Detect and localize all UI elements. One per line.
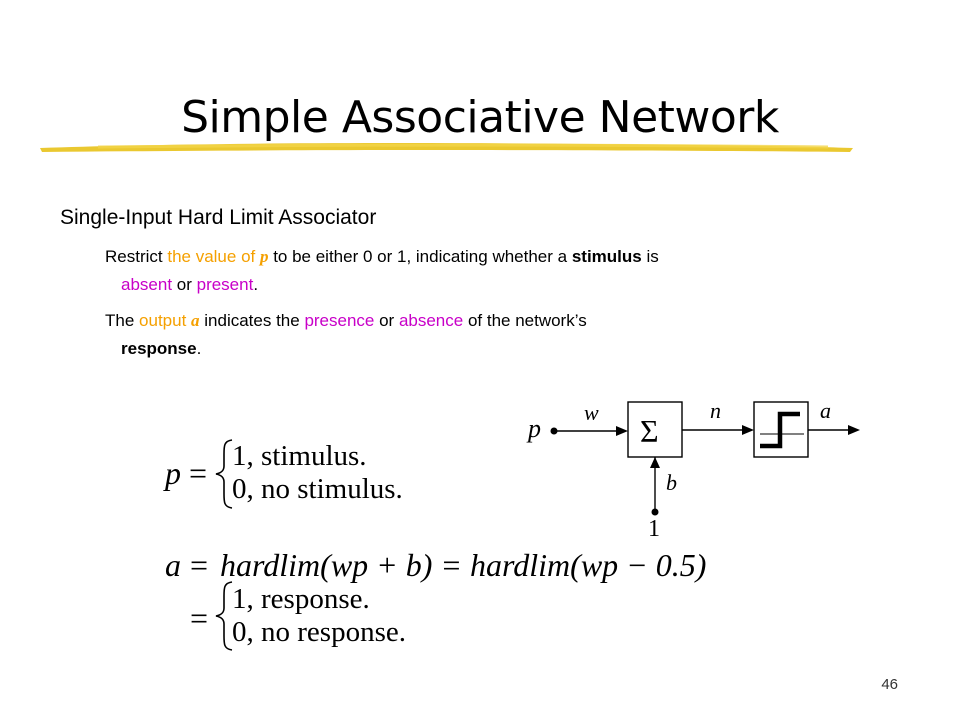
- bullet-output: The output a indicates the presence or a…: [105, 307, 905, 363]
- eq-var-a: a: [165, 547, 181, 583]
- title-underline: [40, 143, 853, 152]
- eq-case-no-stimulus: 0, no stimulus.: [232, 473, 403, 505]
- brace-p: [215, 439, 233, 509]
- text-run: The: [105, 311, 140, 330]
- text-run: is: [641, 247, 659, 266]
- text-run-orange: the value of: [167, 247, 260, 266]
- eq-case-no-response: 0, no response.: [232, 616, 406, 648]
- hardlim-icon: [760, 411, 800, 449]
- network-diagram: p w Σ b 1 n a: [526, 398, 860, 540]
- section-heading: Single-Input Hard Limit Associator: [60, 206, 377, 229]
- text-run: to be either 0 or 1, indicating whether …: [268, 247, 572, 266]
- page-number: 46: [881, 676, 898, 693]
- text-run-magenta: absent: [121, 275, 173, 294]
- net-arrow-head: [742, 425, 754, 435]
- equation-p: p =: [165, 455, 207, 492]
- text-run: or: [374, 311, 399, 330]
- eq-a-equals: =: [190, 547, 209, 583]
- bias-node: [651, 508, 659, 516]
- var-p: p: [259, 247, 269, 266]
- diagram-label-w: w: [584, 400, 599, 425]
- eq-var-p: p: [165, 455, 181, 491]
- diagram-label-a: a: [820, 398, 831, 423]
- sigma-symbol: Σ: [640, 413, 659, 449]
- bullet-restrict: Restrict the value of p to be either 0 o…: [105, 243, 905, 299]
- diagram-label-1: 1: [648, 516, 660, 540]
- output-arrow-head: [848, 425, 860, 435]
- text-run-magenta: present: [196, 275, 254, 294]
- text-run: or: [172, 275, 197, 294]
- var-a: a: [191, 311, 200, 330]
- text-run-bold: stimulus: [571, 247, 642, 266]
- arrow-head: [616, 426, 628, 436]
- brace-a: [215, 581, 233, 651]
- slide-title: Simple Associative Network: [181, 92, 779, 143]
- text-run-bold: response: [121, 339, 197, 358]
- eq-equals-2: =: [190, 600, 209, 636]
- diagram-label-p: p: [526, 414, 541, 443]
- text-run: of the network’s: [463, 311, 587, 330]
- text-run-magenta: presence: [304, 311, 375, 330]
- text-run: .: [196, 339, 202, 358]
- bias-arrow-head: [650, 457, 660, 468]
- eq-case-stimulus: 1, stimulus.: [232, 440, 367, 472]
- eq-equals: =: [181, 455, 208, 491]
- text-run-orange: output: [139, 311, 192, 330]
- text-run-magenta: absence: [398, 311, 464, 330]
- text-run: indicates the: [199, 311, 305, 330]
- text-run: Restrict: [105, 247, 168, 266]
- diagram-label-b: b: [666, 470, 677, 495]
- eq-hardlim-line: hardlim(wp + b) = hardlim(wp − 0.5): [220, 547, 707, 583]
- eq-case-response: 1, response.: [232, 583, 370, 615]
- text-run: .: [253, 275, 259, 294]
- diagram-label-n: n: [710, 398, 721, 423]
